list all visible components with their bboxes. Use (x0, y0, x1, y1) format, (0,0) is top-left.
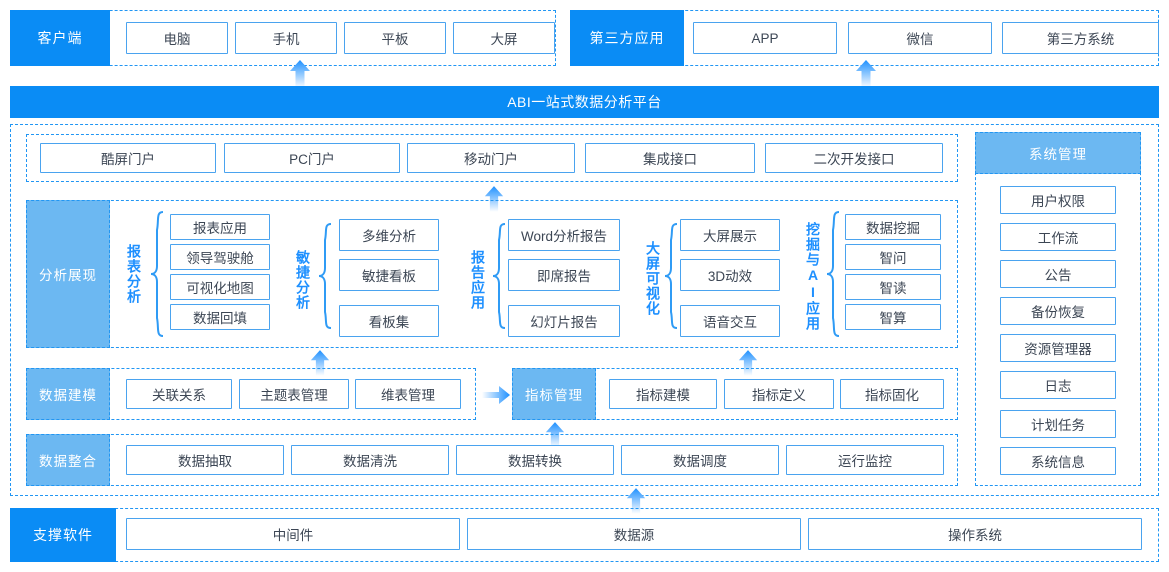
portal-item-2[interactable]: 移动门户 (407, 143, 575, 173)
client-item-1[interactable]: 手机 (235, 22, 337, 54)
analysis-item-4-2[interactable]: 智读 (845, 274, 941, 300)
third-party-item-1[interactable]: 微信 (848, 22, 992, 54)
analysis-item-1-2[interactable]: 看板集 (339, 305, 439, 337)
integration-layer-tag: 数据整合 (26, 434, 110, 486)
integration-item-3[interactable]: 数据调度 (621, 445, 779, 475)
analysis-layer-tag: 分析展现 (26, 200, 110, 348)
client-item-3[interactable]: 大屏 (453, 22, 555, 54)
metric-item-2[interactable]: 指标固化 (840, 379, 944, 409)
third-party-layer-tag: 第三方应用 (570, 10, 684, 66)
analysis-group-label-2: 报告应用 (470, 250, 486, 310)
analysis-item-3-2[interactable]: 语音交互 (680, 305, 780, 337)
system-mgmt-item-0[interactable]: 用户权限 (1000, 186, 1116, 214)
platform-title-bar: ABI一站式数据分析平台 (10, 86, 1159, 118)
analysis-item-0-2[interactable]: 可视化地图 (170, 274, 270, 300)
support-item-1[interactable]: 数据源 (467, 518, 801, 550)
system-mgmt-item-7[interactable]: 系统信息 (1000, 447, 1116, 475)
integration-item-4[interactable]: 运行监控 (786, 445, 944, 475)
client-item-2[interactable]: 平板 (344, 22, 446, 54)
client-item-0[interactable]: 电脑 (126, 22, 228, 54)
support-item-0[interactable]: 中间件 (126, 518, 460, 550)
arrow-up-client (290, 60, 310, 88)
analysis-item-3-0[interactable]: 大屏展示 (680, 219, 780, 251)
portal-item-3[interactable]: 集成接口 (585, 143, 755, 173)
system-mgmt-item-3[interactable]: 备份恢复 (1000, 297, 1116, 325)
support-item-2[interactable]: 操作系统 (808, 518, 1142, 550)
portal-item-0[interactable]: 酷屏门户 (40, 143, 216, 173)
analysis-item-2-1[interactable]: 即席报告 (508, 259, 620, 291)
system-mgmt-item-2[interactable]: 公告 (1000, 260, 1116, 288)
portal-item-1[interactable]: PC门户 (224, 143, 400, 173)
analysis-item-2-0[interactable]: Word分析报告 (508, 219, 620, 251)
analysis-group-label-4: 挖掘与AI应用 (805, 221, 821, 331)
arrow-up-portal (484, 186, 504, 212)
metric-item-1[interactable]: 指标定义 (724, 379, 834, 409)
system-mgmt-tag: 系统管理 (975, 132, 1141, 174)
system-mgmt-item-4[interactable]: 资源管理器 (1000, 334, 1116, 362)
analysis-group-label-3: 大屏可视化 (645, 240, 661, 316)
integration-item-1[interactable]: 数据清洗 (291, 445, 449, 475)
arrow-up-analysis-right (738, 350, 758, 376)
portal-row-container (26, 134, 958, 182)
analysis-item-0-0[interactable]: 报表应用 (170, 214, 270, 240)
modeling-layer-tag: 数据建模 (26, 368, 110, 420)
support-layer-tag: 支撑软件 (10, 508, 116, 562)
arrow-up-metric (545, 422, 565, 448)
metric-item-0[interactable]: 指标建模 (609, 379, 717, 409)
integration-item-0[interactable]: 数据抽取 (126, 445, 284, 475)
brace-2 (492, 223, 506, 329)
modeling-item-0[interactable]: 关联关系 (126, 379, 232, 409)
analysis-item-1-1[interactable]: 敏捷看板 (339, 259, 439, 291)
third-party-item-0[interactable]: APP (693, 22, 837, 54)
analysis-item-4-0[interactable]: 数据挖掘 (845, 214, 941, 240)
analysis-item-1-0[interactable]: 多维分析 (339, 219, 439, 251)
client-layer-tag: 客户端 (10, 10, 110, 66)
analysis-item-4-3[interactable]: 智算 (845, 304, 941, 330)
analysis-item-0-1[interactable]: 领导驾驶舱 (170, 244, 270, 270)
analysis-item-4-1[interactable]: 智问 (845, 244, 941, 270)
brace-4 (826, 211, 840, 337)
brace-3 (664, 223, 678, 329)
third-party-item-2[interactable]: 第三方系统 (1002, 22, 1159, 54)
arrow-up-support (626, 488, 646, 514)
system-mgmt-item-5[interactable]: 日志 (1000, 371, 1116, 399)
modeling-item-2[interactable]: 维表管理 (355, 379, 461, 409)
integration-item-2[interactable]: 数据转换 (456, 445, 614, 475)
brace-1 (318, 223, 332, 329)
arrow-right-to-metric (482, 386, 510, 404)
system-mgmt-item-1[interactable]: 工作流 (1000, 223, 1116, 251)
arrow-up-analysis-left (310, 350, 330, 376)
analysis-group-label-1: 敏捷分析 (295, 250, 311, 310)
portal-item-4[interactable]: 二次开发接口 (765, 143, 943, 173)
brace-0 (150, 211, 164, 337)
arrow-up-third-party (856, 60, 876, 88)
system-mgmt-item-6[interactable]: 计划任务 (1000, 410, 1116, 438)
modeling-item-1[interactable]: 主题表管理 (239, 379, 349, 409)
analysis-group-label-0: 报表分析 (126, 244, 142, 304)
analysis-item-3-1[interactable]: 3D动效 (680, 259, 780, 291)
analysis-item-0-3[interactable]: 数据回填 (170, 304, 270, 330)
metric-mgmt-tag: 指标管理 (512, 368, 596, 420)
analysis-item-2-2[interactable]: 幻灯片报告 (508, 305, 620, 337)
platform-body-container (10, 124, 1159, 496)
